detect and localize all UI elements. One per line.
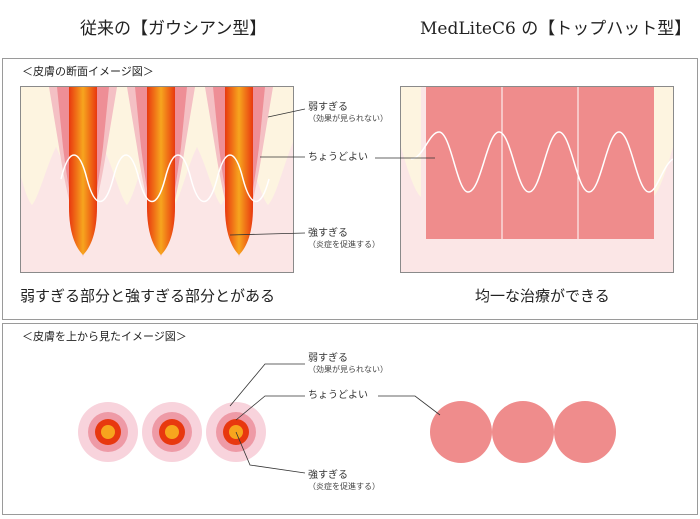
weak-leader-line bbox=[267, 108, 306, 118]
beam-core bbox=[147, 87, 175, 255]
cross-strong-note: （炎症を促進する） bbox=[308, 240, 380, 249]
top-strong-note: （炎症を促進する） bbox=[308, 482, 380, 491]
cross-section-leader-lines bbox=[230, 108, 306, 236]
top-strong-label: 強すぎる bbox=[308, 470, 348, 481]
gaussian-cross-section-svg bbox=[21, 87, 293, 257]
tophat-spot bbox=[554, 401, 616, 463]
cross-strong-label: 強すぎる bbox=[308, 228, 348, 239]
strong-leader-line bbox=[230, 232, 306, 236]
tophat-cross-section bbox=[400, 86, 674, 273]
tophat-spot bbox=[492, 401, 554, 463]
gaussian-title: 従来の【ガウシアン型】 bbox=[80, 19, 267, 39]
beam-core bbox=[69, 87, 97, 255]
tophat-caption: 均一な治療ができる bbox=[475, 287, 610, 305]
tophat-title: MedLiteC6 の【トップハット型】 bbox=[420, 19, 692, 39]
cross-weak-note: （効果が見られない） bbox=[308, 114, 388, 123]
weak-leader-line bbox=[229, 363, 305, 407]
gaussian-cross-section bbox=[20, 86, 294, 273]
wave-line bbox=[410, 131, 673, 193]
moderate-right-leader bbox=[378, 395, 441, 416]
cross-weak-label: 弱すぎる bbox=[308, 102, 348, 113]
cross-section-frame bbox=[2, 58, 698, 320]
cross-moderate-label: ちょうどよい bbox=[308, 152, 368, 163]
cross-strong-callout: 強すぎる （炎症を促進する） bbox=[308, 228, 380, 250]
top-weak-note: （効果が見られない） bbox=[308, 365, 388, 374]
top-view-diagram bbox=[78, 363, 616, 474]
top-weak-callout: 弱すぎる （効果が見られない） bbox=[308, 353, 388, 375]
top-weak-label: 弱すぎる bbox=[308, 353, 348, 364]
gaussian-spot bbox=[78, 402, 138, 462]
top-view-frame bbox=[2, 323, 698, 515]
gaussian-spot bbox=[142, 402, 202, 462]
cross-weak-callout: 弱すぎる （効果が見られない） bbox=[308, 102, 388, 124]
top-view-label: ＜皮膚を上から見たイメージ図＞ bbox=[22, 330, 187, 343]
top-moderate-label: ちょうどよい bbox=[308, 390, 368, 401]
moderate-right-leader bbox=[375, 157, 435, 159]
cross-section-label: ＜皮膚の断面イメージ図＞ bbox=[22, 65, 154, 78]
tophat-cross-section-svg bbox=[401, 87, 673, 239]
gaussian-caption: 弱すぎる部分と強すぎる部分とがある bbox=[20, 287, 276, 305]
top-strong-callout: 強すぎる （炎症を促進する） bbox=[308, 470, 380, 492]
moderate-leader-line bbox=[235, 395, 305, 421]
tophat-treatment-area bbox=[426, 87, 654, 239]
tophat-spot bbox=[430, 401, 492, 463]
strong-leader-line bbox=[235, 431, 306, 474]
beam-core bbox=[225, 87, 253, 255]
wave-line bbox=[60, 154, 270, 202]
